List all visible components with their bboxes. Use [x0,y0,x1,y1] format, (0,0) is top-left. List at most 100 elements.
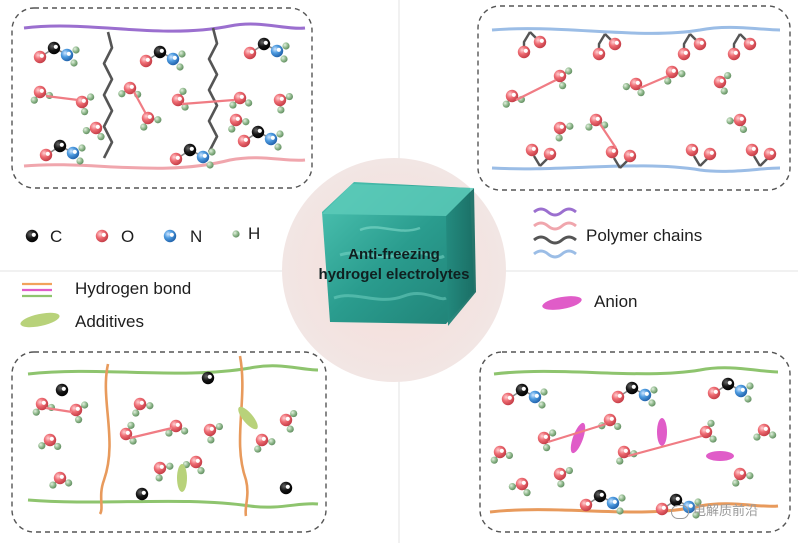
oxygen-atom [35,397,49,411]
hydrogen-atom [146,402,154,410]
water-molecule [553,466,573,488]
hydrogen-atom [616,507,624,515]
oxygen-atom [733,467,747,481]
atom-highlight [235,116,240,121]
atom-highlight [705,428,710,433]
hydrogen-atom [65,479,73,487]
hydrogen-atom [558,82,567,90]
polymer-chain-pink [23,156,306,170]
hydrogen-atom [614,422,622,431]
nitrogen-atom [196,150,210,164]
panel-bottom-left [11,351,327,533]
atom-highlight [95,124,100,129]
water-molecule [140,111,162,131]
hydrogen-atom [622,82,630,91]
atom-highlight [39,88,44,93]
hydrogen-atom [678,70,686,78]
oxygen-atom [553,69,567,83]
oxygen-atom [243,46,257,60]
oxygen-atom [69,403,83,417]
hydrogen-atom [724,71,732,80]
oxygen-atom [533,35,547,49]
atom-highlight [511,92,516,97]
oxygen-atom [592,47,606,61]
carbon-atom [279,481,293,495]
functional-group [501,383,548,409]
atom-highlight [249,49,254,54]
atom-highlight [81,98,86,103]
side-chain [752,155,769,167]
hydrogen-atom [140,123,148,131]
polymer-chain-purple [23,22,306,33]
polymer-chain-swatch [533,235,577,245]
oxygen-atom [53,471,67,485]
carbon-atom [47,41,61,55]
panel-bottom-right-content [489,366,779,519]
water-molecule [537,429,557,452]
carbon-atom [153,45,167,59]
watermark-text: 电解质前沿 [693,504,759,519]
oxygen-atom [703,147,717,161]
oxygen-atom [505,89,519,103]
center-title-line1: Anti-freezing [348,246,440,263]
carbon-atom [721,377,735,391]
panel-bottom-left-content [27,355,319,517]
oxygen-atom [89,121,103,135]
hydrogen-atom [555,134,563,142]
atom-highlight [719,78,724,83]
atom-highlight [72,149,77,154]
hydrogen-atom [276,130,284,138]
hydrogen-atom [242,118,250,126]
atom-highlight [709,150,714,155]
oxygen-atom [733,113,747,127]
atom-highlight [559,470,564,475]
oxygen-atom [189,455,203,469]
oxygen-atom [553,467,567,481]
hydrogen-atom [650,386,658,394]
hydrogen-atom [127,421,135,429]
oxygen-atom [141,111,155,125]
hydrogen-atom [274,143,282,151]
hydrogen-atom [87,93,95,101]
carbon-atom [257,37,271,51]
hydrogen-atom [97,133,105,141]
atom-highlight [263,40,268,45]
legend-nitrogen-label: N [190,227,203,246]
water-molecule [502,89,525,108]
hydrogen-atom [285,92,293,101]
carbon-atom [251,125,265,139]
side-chain [612,157,629,169]
atom-highlight [727,380,732,385]
hydrogen-atom [540,388,548,396]
atom-highlight [688,503,693,508]
atom-highlight [31,232,36,237]
oxygen-atom [763,147,777,161]
nitrogen-atom [264,132,278,146]
atom-highlight [733,50,738,55]
atom-highlight [749,40,754,45]
atom-highlight [691,146,696,151]
atom-highlight [139,400,144,405]
hydrogen-atom [229,101,237,109]
hydrogen-atom [566,122,574,130]
carbon-atom [669,493,683,507]
hydrogen-atom [585,123,593,131]
nitrogen-atom [734,384,748,398]
water-molecule [732,467,754,487]
hydrogen-atom [753,433,761,441]
atom-highlight [499,448,504,453]
hydrogen-atom [118,90,126,98]
atom-highlight [159,48,164,53]
hydrogen-atom [215,422,223,431]
functional-group [611,381,658,407]
atom-highlight [559,72,564,77]
oxygen-atom [629,77,643,91]
hydrogel-cube-icon [322,182,476,326]
functional-group [169,143,216,169]
oxygen-atom [139,54,153,68]
hydrogen-atom [565,67,573,75]
atom-highlight [739,116,744,121]
atom-highlight [59,142,64,147]
oxygen-atom [493,445,507,459]
